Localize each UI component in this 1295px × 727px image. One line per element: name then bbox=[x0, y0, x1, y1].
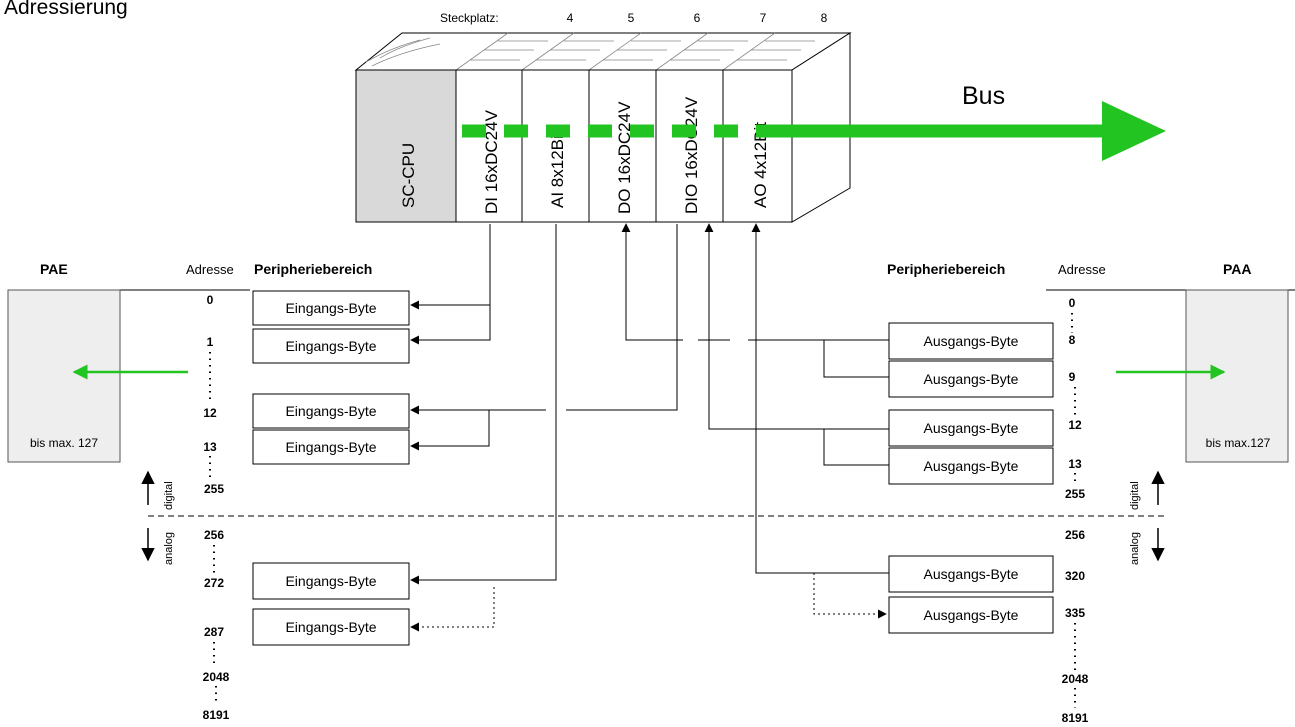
right-digital-label: digital bbox=[1129, 481, 1141, 510]
left-address: 8191 bbox=[203, 708, 230, 722]
module-label-do: DO 16xDC24V bbox=[615, 101, 634, 214]
input-byte-boxes bbox=[252, 290, 410, 646]
bus-arrow bbox=[462, 101, 1166, 161]
input-byte-label: Eingangs-Byte bbox=[285, 573, 376, 589]
module-dio bbox=[655, 69, 724, 223]
slot-label: Steckplatz: bbox=[440, 11, 499, 25]
output-byte-label: Ausgangs-Byte bbox=[924, 458, 1019, 474]
left-address: 1 bbox=[207, 335, 214, 349]
left-address: 287 bbox=[204, 625, 224, 639]
module-label-dio: DIO 16xDC24V bbox=[682, 96, 701, 214]
right-address: 12 bbox=[1068, 418, 1082, 432]
left-address: 13 bbox=[203, 440, 217, 454]
module-label-cpu: SC-CPU bbox=[399, 143, 418, 208]
module-rack bbox=[354, 32, 852, 223]
left-address: 0 bbox=[207, 293, 214, 307]
paa-title: PAA bbox=[1223, 261, 1252, 277]
right-address-dots bbox=[1071, 313, 1076, 708]
module-label-di: DI 16xDC24V bbox=[482, 109, 501, 214]
connection-lines bbox=[410, 223, 889, 632]
input-byte-label: Eingangs-Byte bbox=[285, 403, 376, 419]
paa-area bbox=[1046, 289, 1295, 463]
left-digital-label: digital bbox=[163, 481, 175, 510]
right-address: 256 bbox=[1065, 528, 1085, 542]
pae-range-label: bis max. 127 bbox=[30, 436, 98, 450]
slot-number-5: 5 bbox=[628, 11, 635, 25]
output-byte-label: Ausgangs-Byte bbox=[924, 371, 1019, 387]
right-address-header: Adresse bbox=[1058, 262, 1106, 277]
right-address: 2048 bbox=[1062, 672, 1089, 686]
left-address-header: Adresse bbox=[186, 262, 234, 277]
input-byte-label: Eingangs-Byte bbox=[285, 439, 376, 455]
left-area-header: Peripheriebereich bbox=[254, 261, 372, 277]
module-sc-cpu bbox=[355, 69, 457, 223]
slot-number-7: 7 bbox=[760, 11, 767, 25]
slot-number-4: 4 bbox=[567, 11, 574, 25]
left-address-dots bbox=[209, 352, 217, 705]
paa-range-label: bis max.127 bbox=[1206, 436, 1271, 450]
module-ai bbox=[521, 69, 590, 223]
left-address: 272 bbox=[204, 576, 224, 590]
left-address: 2048 bbox=[203, 670, 230, 684]
right-address: 320 bbox=[1065, 569, 1085, 583]
right-address: 8191 bbox=[1062, 711, 1089, 725]
right-address: 255 bbox=[1065, 487, 1085, 501]
output-byte-boxes bbox=[888, 322, 1054, 634]
pae-title: PAE bbox=[40, 261, 68, 277]
module-di bbox=[455, 69, 523, 223]
slot-number-8: 8 bbox=[821, 11, 828, 25]
right-address: 13 bbox=[1068, 457, 1082, 471]
right-address: 9 bbox=[1069, 370, 1076, 384]
right-address: 8 bbox=[1069, 333, 1076, 347]
left-analog-label: analog bbox=[163, 532, 175, 565]
right-area-header: Peripheriebereich bbox=[887, 261, 1005, 277]
module-label-ai: AI 8x12Bit bbox=[548, 130, 567, 208]
left-address: 12 bbox=[203, 406, 217, 420]
bus-label: Bus bbox=[962, 82, 1005, 110]
output-byte-label: Ausgangs-Byte bbox=[924, 333, 1019, 349]
output-byte-label: Ausgangs-Byte bbox=[924, 420, 1019, 436]
input-byte-label: Eingangs-Byte bbox=[285, 619, 376, 635]
right-address: 335 bbox=[1065, 606, 1085, 620]
module-ao bbox=[722, 69, 793, 223]
input-byte-label: Eingangs-Byte bbox=[285, 338, 376, 354]
left-address: 255 bbox=[204, 482, 224, 496]
module-label-ao: AO 4x12Bit bbox=[751, 122, 770, 208]
output-byte-label: Ausgangs-Byte bbox=[924, 566, 1019, 582]
input-byte-label: Eingangs-Byte bbox=[285, 300, 376, 316]
pae-area bbox=[7, 289, 250, 463]
output-byte-label: Ausgangs-Byte bbox=[924, 607, 1019, 623]
right-address: 0 bbox=[1069, 296, 1076, 310]
page-title: Adressierung bbox=[4, 0, 128, 19]
slot-number-6: 6 bbox=[694, 11, 701, 25]
left-address: 256 bbox=[204, 528, 224, 542]
right-analog-label: analog bbox=[1129, 532, 1141, 565]
